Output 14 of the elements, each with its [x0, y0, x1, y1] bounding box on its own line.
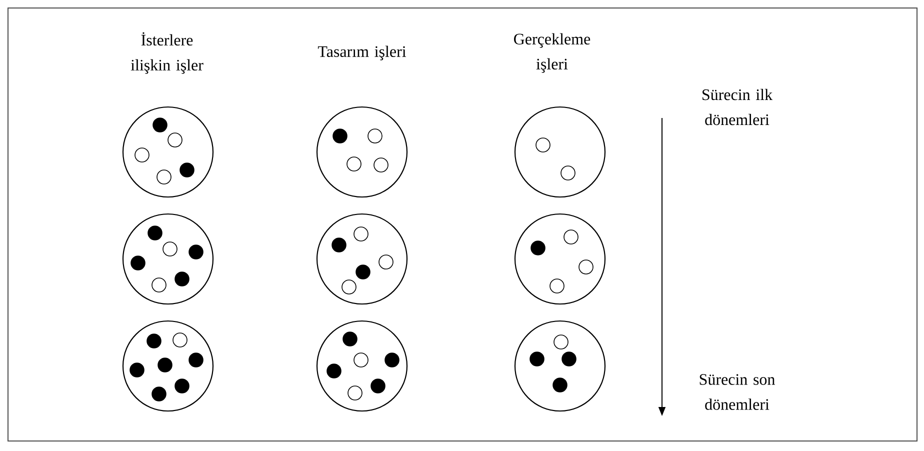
dot-circle — [316, 320, 408, 412]
dot-circle — [122, 213, 214, 305]
dot-circle — [316, 106, 408, 198]
dot-circle — [514, 320, 606, 412]
column-label: İsterlere ilişkin işler — [130, 32, 204, 74]
time-label: Sürecin ilk dönemleri — [702, 88, 773, 126]
dot-circle — [514, 106, 606, 198]
dot-circle — [316, 213, 408, 305]
dot-circle — [514, 213, 606, 305]
time-label: Sürecin son dönemleri — [700, 374, 775, 410]
column-label: Gerçekleme işleri — [514, 33, 590, 73]
dot-circle — [122, 106, 214, 198]
column-label: Tasarım işleri — [318, 46, 406, 60]
dot-circle — [122, 320, 214, 412]
